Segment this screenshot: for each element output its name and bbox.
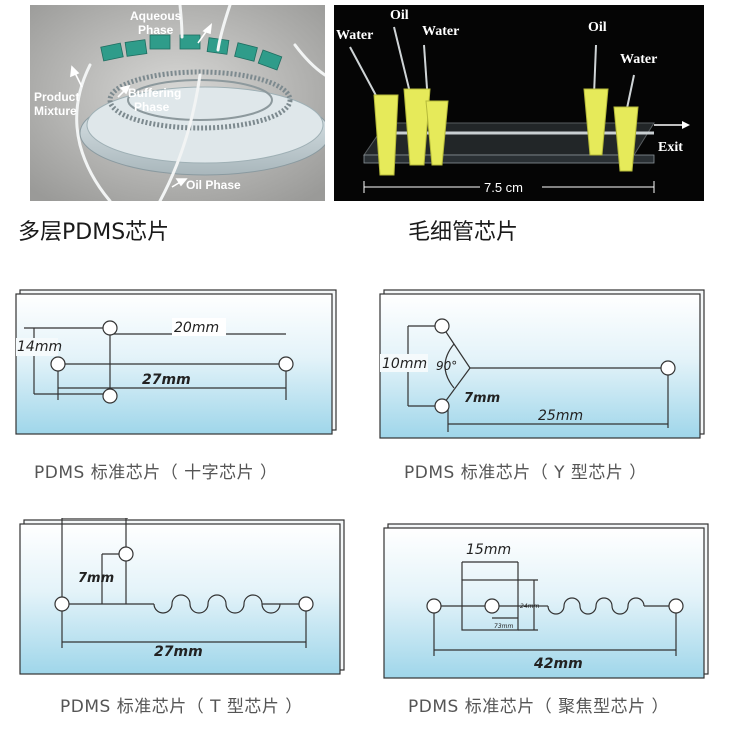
y-angle: 90° — [436, 359, 457, 373]
y-chip-diagram: 10mm 90° 7mm 25mm — [378, 288, 708, 440]
t-dim-7-side: 7mm — [78, 571, 114, 586]
y-dim-7: 7mm — [464, 391, 500, 406]
aqueous-label: Aqueous — [130, 9, 182, 23]
oil-label-left: Oil — [390, 8, 409, 23]
focus-chip-title: PDMS 标准芯片（ 聚焦型芯片 ） — [408, 697, 670, 717]
cross-chip-diagram: 20mm 14mm 27mm — [14, 288, 340, 438]
focus-dim-24: 24mm — [520, 603, 539, 610]
cross-dim-27: 27mm — [142, 372, 191, 388]
focus-dim-15: 15mm — [466, 542, 511, 558]
water-label-mid: Water — [422, 24, 459, 39]
cross-chip-title: PDMS 标准芯片（ 十字芯片 ） — [34, 463, 278, 483]
multilayer-chip-photo: Aqueous Phase Product Mixture Buffering … — [30, 5, 325, 201]
t-dim-7-top: 7mm — [74, 518, 110, 520]
t-chip-title: PDMS 标准芯片（ T 型芯片 ） — [60, 697, 303, 717]
mixture-label: Mixture — [34, 104, 77, 118]
cross-dim-14: 14mm — [17, 339, 62, 355]
water-label-right: Water — [620, 52, 657, 67]
buffering-phase-label: Phase — [134, 100, 170, 114]
focus-dim-42: 42mm — [533, 656, 583, 672]
focus-chip-diagram: 15mm 24mm 73mm 42mm — [382, 522, 712, 680]
product-label: Product — [34, 90, 79, 104]
aqueous-phase-label: Phase — [138, 23, 174, 37]
water-label-left: Water — [336, 28, 373, 43]
t-dim-27: 27mm — [154, 644, 203, 660]
oil-phase-label: Oil Phase — [186, 178, 241, 192]
focus-dim-73: 73mm — [494, 623, 513, 630]
capillary-chip-photo: Water Oil Water Oil Water Exit 7.5 cm — [334, 5, 704, 201]
buffering-label: Buffering — [128, 86, 181, 100]
y-dim-25: 25mm — [538, 408, 583, 424]
length-label: 7.5 cm — [484, 180, 523, 195]
y-dim-10: 10mm — [382, 356, 427, 372]
multilayer-caption: 多层PDMS芯片 — [18, 220, 170, 245]
oil-label-right: Oil — [588, 20, 607, 35]
capillary-caption: 毛细管芯片 — [408, 220, 519, 245]
exit-label: Exit — [658, 140, 683, 155]
y-chip-title: PDMS 标准芯片（ Y 型芯片 ） — [404, 463, 647, 483]
cross-dim-20: 20mm — [174, 320, 219, 336]
t-chip-diagram: 7mm 7mm 27mm — [18, 505, 348, 676]
